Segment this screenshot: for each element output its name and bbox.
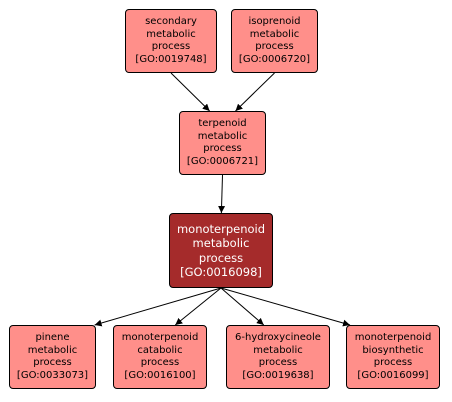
node-label-line: metabolic bbox=[197, 130, 248, 142]
node-label-line: metabolic bbox=[249, 28, 300, 40]
node-label-line: metabolic bbox=[192, 236, 250, 250]
node-label-line: process bbox=[255, 41, 294, 52]
node-label-line: metabolic bbox=[253, 344, 303, 356]
node-go-id: [GO:0019748] bbox=[135, 53, 207, 65]
node-go-id: [GO:0033073] bbox=[16, 369, 89, 381]
node-label-line: process bbox=[373, 357, 413, 368]
node-label-line: monoterpenoid bbox=[176, 221, 266, 236]
node-label-line: terpenoid bbox=[198, 118, 247, 129]
node-label-line: pinene bbox=[35, 332, 70, 343]
node-monoterpenoid-biosynthetic-process[interactable]: monoterpenoid biosynthetic process [GO:0… bbox=[346, 325, 440, 389]
edge-isoprenoid-to-terpenoid bbox=[235, 72, 275, 112]
node-label-line: process bbox=[258, 357, 298, 368]
edge-mono-to-biosyn bbox=[220, 287, 351, 327]
edge-mono-to-hydroxy bbox=[220, 287, 265, 326]
node-label-line: biosynthetic bbox=[362, 344, 424, 356]
node-go-id: [GO:0006721] bbox=[186, 155, 259, 167]
node-label-line: monoterpenoid bbox=[121, 332, 199, 343]
node-monoterpenoid-catabolic-process[interactable]: monoterpenoid catabolic process [GO:0016… bbox=[113, 325, 207, 389]
node-label-line: metabolic bbox=[27, 344, 78, 356]
node-go-id: [GO:0016100] bbox=[124, 369, 196, 381]
node-secondary-metabolic-process[interactable]: secondary metabolic process [GO:0019748] bbox=[125, 9, 217, 73]
node-terpenoid-metabolic-process[interactable]: terpenoid metabolic process [GO:0006721] bbox=[179, 111, 266, 175]
node-label-line: isoprenoid bbox=[248, 16, 301, 27]
node-label-line: catabolic bbox=[137, 344, 183, 356]
edge-mono-to-pinene bbox=[94, 287, 222, 327]
node-pinene-metabolic-process[interactable]: pinene metabolic process [GO:0033073] bbox=[9, 325, 96, 389]
node-label-line: 6-hydroxycineole bbox=[235, 332, 321, 343]
node-label-line: secondary bbox=[145, 16, 197, 27]
node-go-id: [GO:0016099] bbox=[357, 369, 429, 381]
edge-terpenoid-to-mono bbox=[218, 174, 226, 214]
edge-mono-to-catabolic bbox=[174, 287, 222, 326]
edge-secondary-to-terpenoid bbox=[170, 72, 210, 112]
node-label-line: process bbox=[198, 250, 244, 265]
node-isoprenoid-metabolic-process[interactable]: isoprenoid metabolic process [GO:0006720… bbox=[231, 9, 318, 73]
node-monoterpenoid-metabolic-process[interactable]: monoterpenoid metabolic process [GO:0016… bbox=[169, 213, 273, 288]
node-go-id: [GO:0016098] bbox=[180, 265, 262, 279]
node-label-line: process bbox=[140, 357, 180, 368]
node-label-line: process bbox=[203, 143, 242, 154]
node-go-id: [GO:0019638] bbox=[242, 369, 314, 381]
node-label-line: process bbox=[151, 41, 191, 52]
node-6-hydroxycineole-metabolic-process[interactable]: 6-hydroxycineole metabolic process [GO:0… bbox=[226, 325, 330, 389]
node-label-line: monoterpenoid bbox=[354, 332, 432, 343]
node-label-line: metabolic bbox=[146, 28, 196, 40]
node-label-line: process bbox=[33, 357, 72, 368]
node-go-id: [GO:0006720] bbox=[238, 53, 311, 65]
